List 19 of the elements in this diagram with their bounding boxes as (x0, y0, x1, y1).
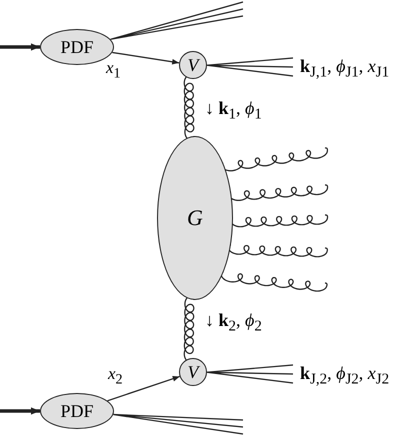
particle-lines (206, 364, 294, 384)
arrow (107, 376, 180, 402)
jet-label: k$_{J,2}$, ϕ$_{J2}$, x$_{J2}$ (300, 364, 390, 388)
vertex-ellipse: V (179, 51, 207, 79)
arrow (112, 52, 180, 65)
vertex-ellipse: PDF (40, 29, 114, 65)
jet-label: k$_{J,1}$, ϕ$_{J1}$, x$_{J1}$ (300, 57, 390, 81)
gluon-line (220, 271, 328, 292)
vertex-ellipse: V (179, 358, 207, 386)
particle-lines (112, 414, 244, 435)
vertex-ellipse: G (157, 136, 233, 300)
arrow (0, 407, 40, 415)
vertex-ellipse: PDF (40, 393, 114, 429)
arrow (0, 43, 40, 51)
particle-lines (110, 1, 244, 40)
particle-lines (206, 57, 294, 77)
momentum-label: ↓ k$_{1}$, ϕ$_{1}$ (205, 99, 262, 123)
gluon-line (228, 244, 328, 258)
momentum-label: ↓ k$_{2}$, ϕ$_{2}$ (205, 311, 262, 335)
